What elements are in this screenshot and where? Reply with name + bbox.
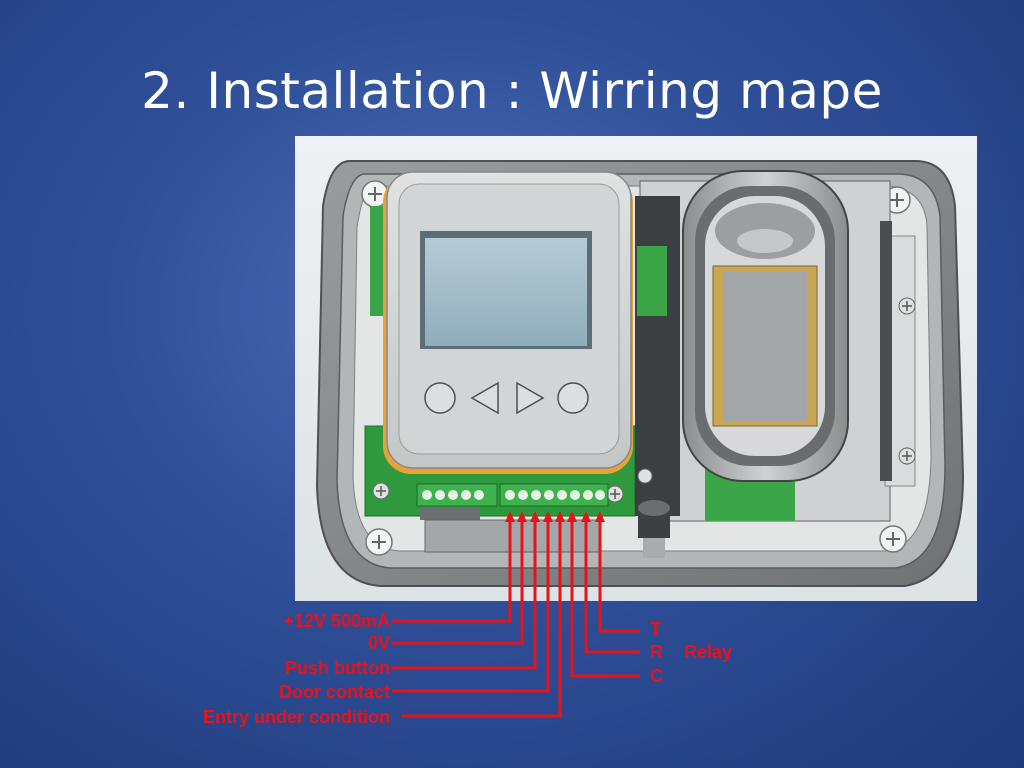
arrow-icon [581, 511, 591, 522]
arrow-icon [517, 511, 527, 522]
arrow-icon [505, 511, 515, 522]
fingerprint-reader [682, 170, 849, 482]
keypad-button-circle-icon [424, 382, 456, 414]
device-photo [295, 136, 977, 601]
screw-icon [637, 468, 653, 484]
arrow-icon [595, 511, 605, 522]
label-0v: 0V [367, 633, 390, 653]
screw-icon [898, 297, 916, 315]
terminal-block-left [416, 483, 498, 507]
relay-terminal-r: R [650, 642, 663, 662]
relay-terminal-c: C [650, 666, 663, 686]
arrow-icon [555, 511, 565, 522]
arrow-icon [543, 511, 553, 522]
screw-icon [898, 447, 916, 465]
terminal-block-right [499, 483, 609, 507]
slide-title: 2. Installation : Wirring mape [141, 62, 883, 120]
label-12v: +12V 500mA [283, 611, 390, 631]
label-door-contact: Door contact [278, 682, 390, 702]
left-triangle-icon [470, 381, 499, 415]
relay-label: Relay [684, 642, 733, 662]
arrow-icon [567, 511, 577, 522]
keypad-button-circle-icon [557, 382, 589, 414]
label-push-button: Push button [285, 658, 390, 678]
arrow-icon [530, 511, 540, 522]
relay-terminal-t: T [650, 619, 661, 639]
screw-icon [365, 528, 393, 556]
label-entry-under-condition: Entry under condition [203, 707, 390, 727]
right-triangle-icon [516, 381, 545, 415]
screw-icon [372, 482, 390, 500]
screw-icon [879, 525, 907, 553]
